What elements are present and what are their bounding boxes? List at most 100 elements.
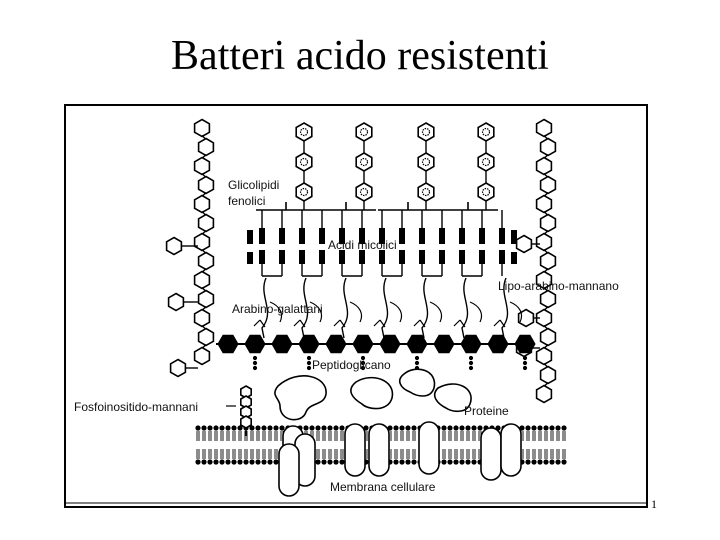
glycolipid-sugar-mark [421, 157, 431, 167]
lam-right-sugar [535, 232, 553, 252]
lam-left-sugar [193, 346, 211, 366]
mycolic-chain-block [419, 228, 425, 244]
lam-left-sugar [193, 270, 211, 290]
lipid-head [543, 459, 549, 465]
mycolic-chain-block [359, 250, 365, 264]
lam-right-sugar [535, 118, 553, 138]
glycolipid-sugar-mark [359, 157, 369, 167]
lipid-head [231, 425, 237, 431]
glycolipid-sugar-mark [481, 187, 491, 197]
glycolipid-sugar [295, 152, 313, 172]
mycolic-chain-block [259, 250, 265, 264]
lipid-head [465, 459, 471, 465]
glycolipid-sugar [477, 182, 495, 202]
lipid-head [549, 425, 555, 431]
lipid-head [267, 459, 273, 465]
glycolipid-sugar [295, 182, 313, 202]
lam-right-sugar [535, 346, 553, 366]
lipid-head [225, 459, 231, 465]
mycolic-chain-block [479, 250, 485, 264]
peptidoglycan-unit [514, 334, 536, 354]
lipid-head [465, 425, 471, 431]
mycolic-chain-block [247, 252, 253, 264]
glycolipid-sugar [417, 182, 435, 202]
mycolic-chain-block [379, 228, 385, 244]
lipid-head [207, 425, 213, 431]
glycolipid-sugar [417, 122, 435, 142]
glycolipid-sugar [295, 122, 313, 142]
mycolic-chain-block [259, 228, 265, 244]
label-arabinogalactans: Arabino-galattani [232, 302, 323, 316]
lipid-head [225, 425, 231, 431]
lam-right-sugar [535, 308, 553, 328]
lipid-head [399, 425, 405, 431]
glycolipid-sugar-mark [299, 127, 309, 137]
peptide-bead [414, 360, 420, 366]
lam-right-sugar [539, 289, 557, 309]
transmembrane-protein [344, 423, 366, 477]
lipid-head [315, 425, 321, 431]
lipid-head [213, 425, 219, 431]
arabinogalactan-tip [293, 319, 306, 328]
phosphoinositide-mannan-chain [226, 385, 252, 436]
lam-left-sugar [197, 289, 215, 309]
lipid-head [447, 425, 453, 431]
lam-right-branch-sugar [517, 308, 535, 328]
lam-right-sugar [535, 194, 553, 214]
arabinogalactan-branch [461, 277, 469, 339]
lipid-head [279, 425, 285, 431]
mycolic-chain-block [279, 250, 285, 264]
lam-right-sugar [539, 137, 557, 157]
mycolic-chain-block [499, 228, 505, 244]
lipid-head [459, 459, 465, 465]
lipid-head [249, 425, 255, 431]
transmembrane-protein [368, 423, 390, 477]
lipid-head [339, 425, 345, 431]
lipid-head [201, 459, 207, 465]
mycolic-chain-block [511, 230, 517, 244]
arabinogalactan-tip [453, 319, 466, 328]
lipid-head [339, 459, 345, 465]
lam-left-sugar [193, 118, 211, 138]
mycolic-chain-block [511, 252, 517, 264]
lipid-head [543, 425, 549, 431]
lam-right-sugar [535, 270, 553, 290]
mycolic-chain-block [339, 250, 345, 264]
peptidoglycan-unit [460, 334, 482, 354]
lam-right-sugar [539, 365, 557, 385]
lipid-head [273, 459, 279, 465]
arabinogalactan-side [429, 301, 443, 323]
peptidoglycan-unit [433, 334, 455, 354]
peripheral-protein [274, 375, 327, 421]
lam-left-sugar [193, 156, 211, 176]
lam-right-sugar [539, 327, 557, 347]
peptide-bead [468, 365, 474, 371]
lam-right-sugar [539, 175, 557, 195]
lipid-head [471, 425, 477, 431]
arabinogalactan-side [389, 301, 403, 323]
label-phosphoinositide-mannans: Fosfoinositido-mannani [74, 400, 198, 414]
lipid-head [411, 425, 417, 431]
lipid-head [459, 425, 465, 431]
label-glycolipids-line2: fenolici [228, 194, 265, 208]
label-peptidoglycan: Peptidoglicano [312, 358, 391, 372]
label-proteins: Proteine [464, 404, 509, 418]
slide-number: 1 [651, 497, 657, 511]
mycolic-chain-block [359, 228, 365, 244]
mycolic-chain-block [299, 228, 305, 244]
lam-right-sugar [535, 384, 553, 404]
transmembrane-protein [418, 421, 440, 475]
peptide-bead [522, 365, 528, 371]
glycolipid-sugar [477, 152, 495, 172]
lipid-head [321, 459, 327, 465]
lipid-head [255, 425, 261, 431]
cell-wall-diagram: Glicolipidi fenolici Acidi micolici Arab… [64, 104, 648, 508]
arabinogalactan-tip [413, 319, 426, 328]
lipid-head [201, 425, 207, 431]
peptide-bead [306, 360, 312, 366]
lipid-head [255, 459, 261, 465]
lam-left-sugar [197, 327, 215, 347]
mycolic-chain-block [319, 228, 325, 244]
label-cell-membrane: Membrana cellulare [330, 480, 436, 494]
mycolic-chain-block [419, 250, 425, 264]
